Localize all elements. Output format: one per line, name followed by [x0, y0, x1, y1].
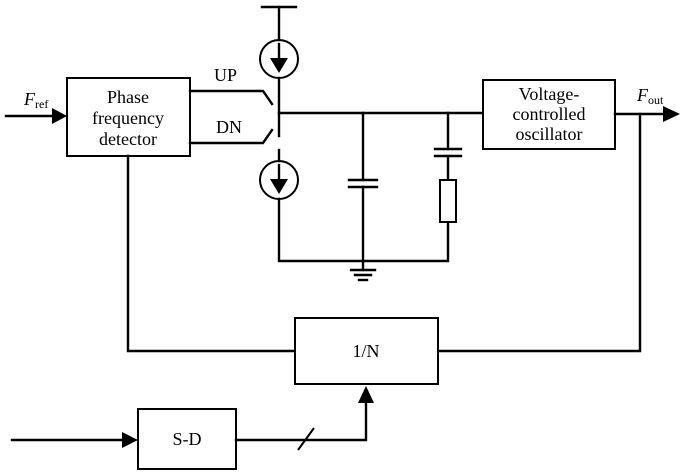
sigma-delta-label: S-D: [172, 429, 201, 449]
fref-label: Fref: [23, 89, 48, 111]
divider-block: [294, 317, 439, 385]
sd-input-wire: [10, 432, 138, 448]
up-label: UP: [214, 65, 237, 85]
fout-output-wire: [613, 106, 680, 122]
dn-label: DN: [216, 117, 242, 137]
dn-signal-wire: [188, 128, 274, 145]
supply-rail: [260, 5, 298, 42]
pfd-label-line-2: frequency: [92, 108, 164, 128]
fref-input-wire: [4, 108, 67, 124]
vco-label-line-1: Voltage-: [519, 84, 580, 104]
ground-icon: [349, 259, 377, 282]
sigma-delta-block: [137, 408, 237, 470]
loop-filter-capacitor-1-icon: [347, 111, 379, 263]
sd-to-divider-bus: [234, 386, 374, 451]
fout-label: Fout: [636, 85, 664, 107]
feedback-wire-divider-to-pfd: [126, 154, 297, 353]
loop-filter-capacitor-2-icon: [433, 111, 463, 182]
dn-current-source-icon: [259, 160, 299, 200]
pfd-label-line-3: detector: [99, 129, 157, 149]
loop-filter-resistor-icon: [439, 179, 457, 223]
up-current-source-icon: [259, 39, 299, 79]
up-signal-wire: [188, 89, 274, 106]
pfd-label-line-1: Phase: [107, 87, 149, 107]
vco-label-line-2: controlled: [513, 104, 586, 124]
vco-label-line-3: oscillator: [516, 124, 583, 144]
phase-frequency-detector-block: [66, 77, 191, 157]
divider-label: 1/N: [353, 341, 380, 361]
feedback-wire-vco-to-divider: [436, 112, 642, 353]
